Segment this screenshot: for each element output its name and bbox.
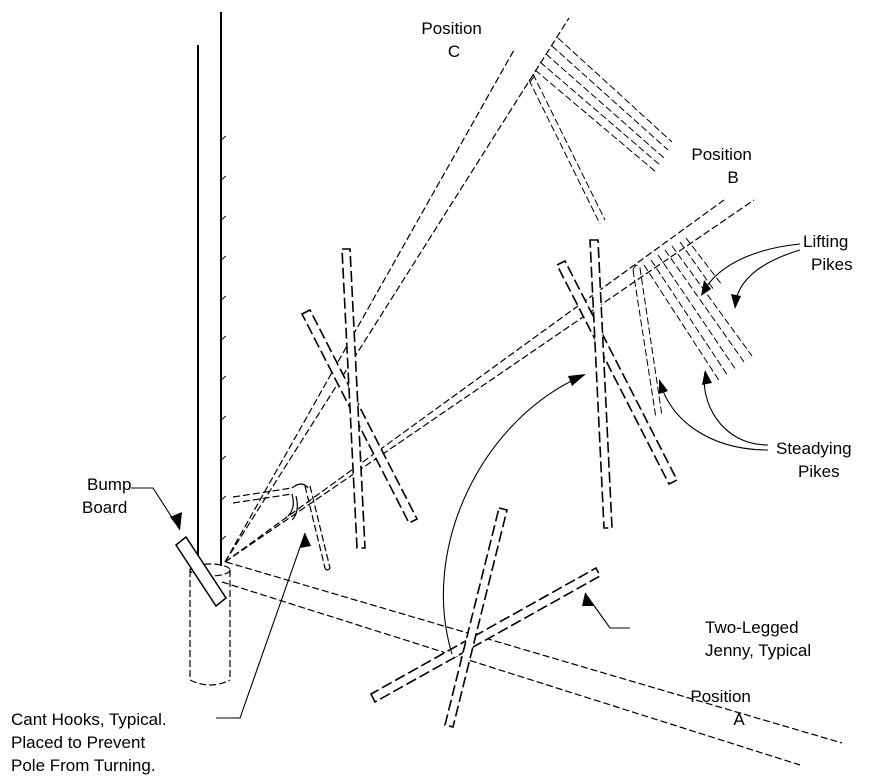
pole-hatching [220,135,227,541]
position-c-pikes [528,37,673,225]
position-c-pole [224,17,570,563]
jenny-middle [300,248,419,549]
label-bump-board: Bump Board [82,475,136,517]
position-a-pole [221,561,843,766]
vertical-pole [197,12,222,566]
bump-board [174,535,228,608]
label-two-legged-jenny: Two-Legged Jenny, Typical [705,618,811,660]
jenny-position-a [369,507,602,728]
label-position-c: Position C [421,19,486,61]
arrowheads [170,280,741,606]
position-b-pole [224,199,755,563]
label-steadying-pikes: Steadying Pikes [776,439,856,481]
lifting-pikes [643,237,753,383]
label-lifting-pikes: Lifting Pikes [803,232,853,274]
pole-hole [189,563,231,686]
label-cant-hooks: Cant Hooks, Typical. Placed to Prevent P… [11,710,171,775]
jenny-position-b [555,239,679,529]
steadying-pike [632,264,663,419]
cant-hooks [232,483,331,571]
label-position-a: Position A [690,687,755,729]
label-position-b: Position B [691,145,756,187]
